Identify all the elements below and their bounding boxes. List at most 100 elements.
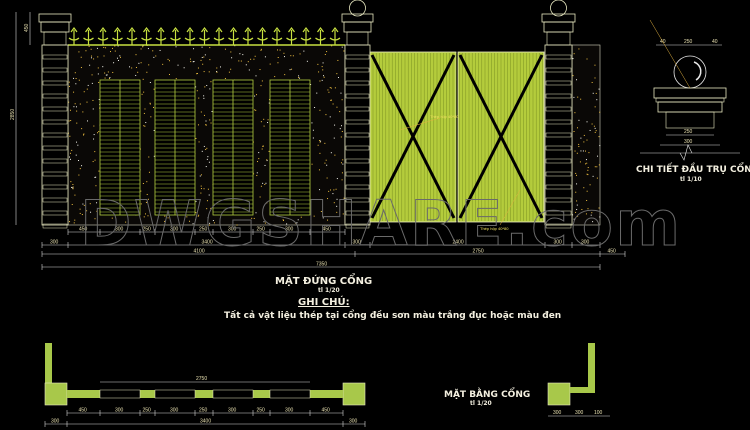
speckle — [72, 186, 74, 188]
speckle — [98, 131, 100, 133]
speckle — [242, 54, 244, 56]
speckle — [255, 75, 257, 77]
speckle — [92, 99, 94, 101]
speckle — [330, 189, 332, 191]
speckle — [594, 106, 596, 108]
speckle — [320, 211, 322, 213]
speckle — [73, 77, 75, 79]
speckle — [341, 125, 343, 127]
speckle — [258, 158, 260, 160]
speckle — [268, 99, 270, 101]
speckle — [342, 163, 344, 165]
speckle — [104, 72, 106, 74]
speckle — [206, 200, 208, 202]
speckle — [153, 155, 155, 157]
spike — [257, 27, 268, 45]
speckle — [264, 164, 266, 166]
speckle — [203, 71, 205, 73]
speckle — [96, 202, 98, 204]
spike — [286, 27, 297, 45]
speckle — [572, 58, 574, 60]
plan-panel — [269, 389, 311, 399]
speckle — [164, 215, 166, 217]
speckle — [330, 99, 332, 101]
speckle — [196, 90, 198, 92]
speckle — [328, 190, 330, 192]
spike — [155, 27, 167, 45]
speckle — [103, 46, 105, 48]
speckle — [200, 59, 202, 61]
speckle — [231, 57, 233, 59]
speckle — [70, 181, 72, 183]
speckle — [260, 121, 262, 123]
speckle — [224, 48, 226, 50]
speckle — [148, 171, 150, 173]
speckle — [131, 67, 133, 69]
speckle — [199, 175, 201, 177]
speckle — [205, 120, 207, 122]
speckle — [209, 47, 211, 49]
speckle — [72, 188, 74, 190]
speckle — [274, 76, 276, 78]
speckle — [238, 60, 240, 62]
speckle — [332, 193, 334, 195]
speckle — [578, 119, 580, 121]
speckle — [208, 71, 210, 73]
speckle — [78, 174, 80, 176]
speckle — [342, 213, 344, 215]
speckle — [83, 91, 85, 93]
speckle — [186, 216, 188, 218]
speckle — [140, 203, 142, 205]
speckle — [599, 145, 601, 147]
speckle — [195, 86, 197, 88]
speckle — [210, 81, 212, 83]
speckle — [175, 46, 177, 48]
spike — [68, 27, 80, 45]
speckle — [266, 159, 268, 161]
speckle — [135, 74, 137, 76]
speckle — [79, 168, 81, 170]
speckle — [144, 125, 146, 127]
speckle — [145, 213, 147, 215]
speckle — [90, 211, 92, 213]
speckle — [140, 48, 142, 50]
speckle — [583, 141, 585, 143]
speckle — [311, 163, 313, 165]
speckle — [189, 220, 191, 222]
spike — [83, 27, 94, 45]
speckle — [212, 220, 214, 222]
plan-panel — [99, 389, 141, 399]
speckle — [585, 163, 587, 165]
speckle — [312, 137, 314, 139]
speckle — [336, 178, 338, 180]
dim-label: 300 — [554, 240, 563, 246]
speckle — [142, 45, 144, 47]
dim-label: 300 — [353, 240, 362, 246]
speckle — [146, 181, 148, 183]
speckle — [228, 71, 230, 73]
speckle — [599, 216, 601, 218]
plan-dim-right: 300 — [575, 410, 584, 416]
speckle — [205, 124, 207, 126]
speckle — [167, 58, 169, 60]
speckle — [162, 63, 164, 65]
speckle — [240, 60, 242, 62]
speckle — [220, 66, 222, 68]
speckle — [205, 123, 207, 125]
speckle — [261, 80, 263, 82]
speckle — [175, 78, 177, 80]
speckle — [69, 156, 71, 158]
speckle — [292, 55, 294, 57]
speckle — [78, 79, 80, 81]
dim-label: 250 — [199, 227, 208, 233]
speckle — [573, 218, 575, 220]
speckle — [201, 150, 203, 152]
speckle — [93, 58, 95, 60]
speckle — [149, 102, 151, 104]
speckle — [340, 136, 342, 138]
speckle — [576, 208, 578, 210]
dim-label: 450 — [79, 227, 88, 233]
speckle — [76, 110, 78, 112]
speckle — [253, 58, 255, 60]
speckle — [260, 49, 262, 51]
